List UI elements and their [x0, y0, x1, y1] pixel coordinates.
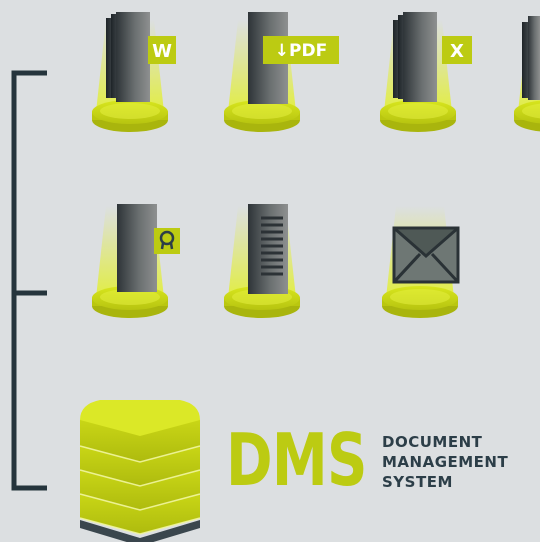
- bracket-line: [11, 70, 47, 491]
- dms-subtitle-line-2: MANAGEMENT: [382, 453, 509, 471]
- text-document-icon: [224, 204, 300, 318]
- database-icon: [79, 400, 201, 542]
- dms-subtitle-line-1: DOCUMENT: [382, 433, 483, 451]
- dms-subtitle-line-3: SYSTEM: [382, 473, 453, 491]
- pdf-badge-text: ↓PDF: [275, 41, 327, 61]
- word-badge-text: W: [152, 41, 172, 62]
- email-envelope-icon: [382, 206, 460, 318]
- dms-acronym: DMS: [226, 418, 367, 502]
- certificate-document-icon: [92, 204, 180, 318]
- excel-document-icon: X: [380, 12, 472, 132]
- dms-subtitle: DOCUMENT MANAGEMENT SYSTEM: [382, 432, 508, 492]
- word-document-icon: W: [92, 12, 176, 132]
- pdf-document-icon: ↓PDF: [224, 12, 339, 132]
- excel-badge-text: X: [450, 41, 464, 62]
- document-stack-icon: [514, 16, 540, 132]
